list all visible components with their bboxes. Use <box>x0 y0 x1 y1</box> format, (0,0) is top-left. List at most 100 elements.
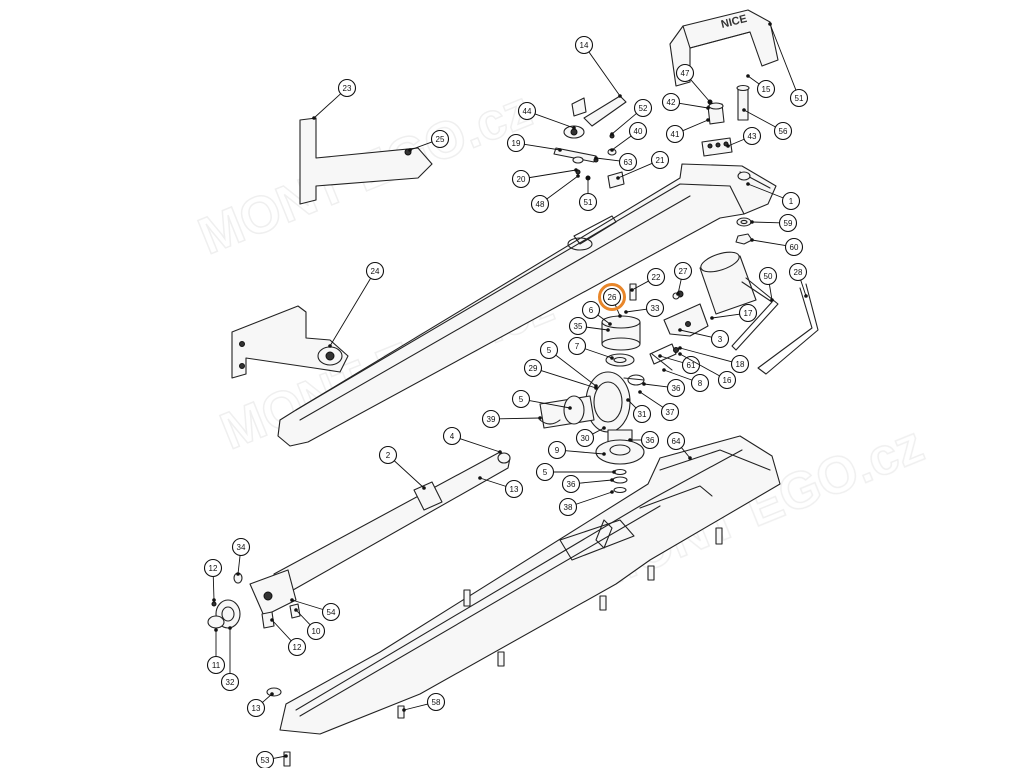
callout-circle <box>789 88 809 108</box>
callout-number: 47 <box>681 69 690 78</box>
callout-circle <box>506 133 526 153</box>
callout-leader-dot <box>270 692 274 696</box>
callout-leader-line <box>262 693 273 703</box>
callout-circle <box>781 191 801 211</box>
callout-circle <box>220 672 240 692</box>
callout-circle <box>717 370 737 390</box>
callout-leader-dot <box>624 310 628 314</box>
callout-number: 64 <box>672 437 681 446</box>
callout-leader-dot <box>586 176 590 180</box>
callout-circle <box>523 358 543 378</box>
callout-circle <box>567 336 587 356</box>
callout-number: 15 <box>762 85 771 94</box>
callout-number: 36 <box>672 384 681 393</box>
callout-circle <box>756 79 776 99</box>
callout-circle <box>738 303 758 323</box>
callout-circle <box>547 440 567 460</box>
callout-leader-line <box>682 119 709 132</box>
callout-number: 4 <box>450 432 455 441</box>
callout-leader-dot <box>572 126 576 130</box>
callout-leader-line <box>614 304 621 317</box>
callout-35: 35 <box>568 316 610 336</box>
callout-leader-line <box>555 354 597 387</box>
callout-47: 47 <box>675 63 712 104</box>
callout-number: 51 <box>795 94 804 103</box>
base-housing <box>279 435 781 735</box>
callout-circle <box>690 373 710 393</box>
callout-leader-line <box>751 221 780 224</box>
callout-leader-dot <box>616 176 620 180</box>
callout-leader-dot <box>750 238 754 242</box>
callout-leader-dot <box>498 450 502 454</box>
callout-number: 19 <box>512 139 521 148</box>
callout-leader-line <box>592 427 605 435</box>
callout-leader-line <box>639 391 664 408</box>
callout-leader-dot <box>538 416 542 420</box>
callout-leader-line <box>627 399 637 409</box>
callout-number: 56 <box>779 127 788 136</box>
callout-circle <box>504 479 524 499</box>
callout-leader-dot <box>610 490 614 494</box>
callout-circle <box>511 389 531 409</box>
callout-circle <box>578 192 598 212</box>
callout-leader-line <box>679 329 712 338</box>
callout-leader-dot <box>284 754 288 758</box>
callout-number: 21 <box>656 156 665 165</box>
callout-circle <box>535 462 555 482</box>
callout-39: 39 <box>481 409 542 429</box>
rear-bracket <box>299 117 433 205</box>
callout-51: 51 <box>578 176 598 212</box>
callout-leader-line <box>747 183 784 199</box>
callout-leader-dot <box>574 168 578 172</box>
callout-12: 12 <box>203 558 223 602</box>
callout-circle <box>481 409 501 429</box>
drive-arm <box>207 451 511 629</box>
callout-number: 61 <box>687 361 696 370</box>
callout-leader-line <box>727 138 745 147</box>
motor <box>649 251 757 365</box>
callout-14: 14 <box>574 35 622 98</box>
callout-number: 22 <box>652 273 661 282</box>
callout-leader-dot <box>628 438 632 442</box>
callout-number: 16 <box>723 376 732 385</box>
callout-leader-line <box>690 79 711 103</box>
callout-leader-dot <box>706 118 710 122</box>
callout-number: 39 <box>487 415 496 424</box>
callout-circle <box>558 497 578 517</box>
callout-leader-dot <box>568 406 572 410</box>
callout-number: 53 <box>261 756 270 765</box>
callout-circle <box>665 124 685 144</box>
callout-circle <box>660 402 680 422</box>
callout-circle <box>602 287 622 307</box>
callout-7: 7 <box>567 336 614 360</box>
callout-circle <box>628 121 648 141</box>
callout-63: 63 <box>594 152 638 172</box>
callout-number: 7 <box>575 342 580 351</box>
callout-number: 63 <box>624 158 633 167</box>
callout-leader-dot <box>626 398 630 402</box>
callout-8: 8 <box>662 368 710 393</box>
callout-leader-dot <box>290 598 294 602</box>
callout-number: 23 <box>343 84 352 93</box>
callout-circle <box>758 266 778 286</box>
callout-leader-line <box>751 239 786 247</box>
callout-leader-line <box>295 609 311 626</box>
washers <box>735 217 753 245</box>
callout-5: 5 <box>539 340 598 388</box>
callout-leader-dot <box>610 356 614 360</box>
main-housing-cover <box>277 163 777 447</box>
callout-leader-dot <box>630 288 634 292</box>
callout-number: 26 <box>608 293 617 302</box>
callout-leader-line <box>479 477 507 487</box>
callout-leader-dot <box>328 344 332 348</box>
callout-leader-dot <box>612 470 616 474</box>
callout-leader-line <box>584 348 613 359</box>
callout-leader-dot <box>610 478 614 482</box>
callout-number: 3 <box>718 335 723 344</box>
callout-53: 53 <box>255 750 288 770</box>
callout-leader-line <box>800 279 807 297</box>
callout-number: 38 <box>564 503 573 512</box>
callout-number: 5 <box>519 395 524 404</box>
callout-leader-dot <box>678 352 682 356</box>
callout-5: 5 <box>511 389 572 410</box>
